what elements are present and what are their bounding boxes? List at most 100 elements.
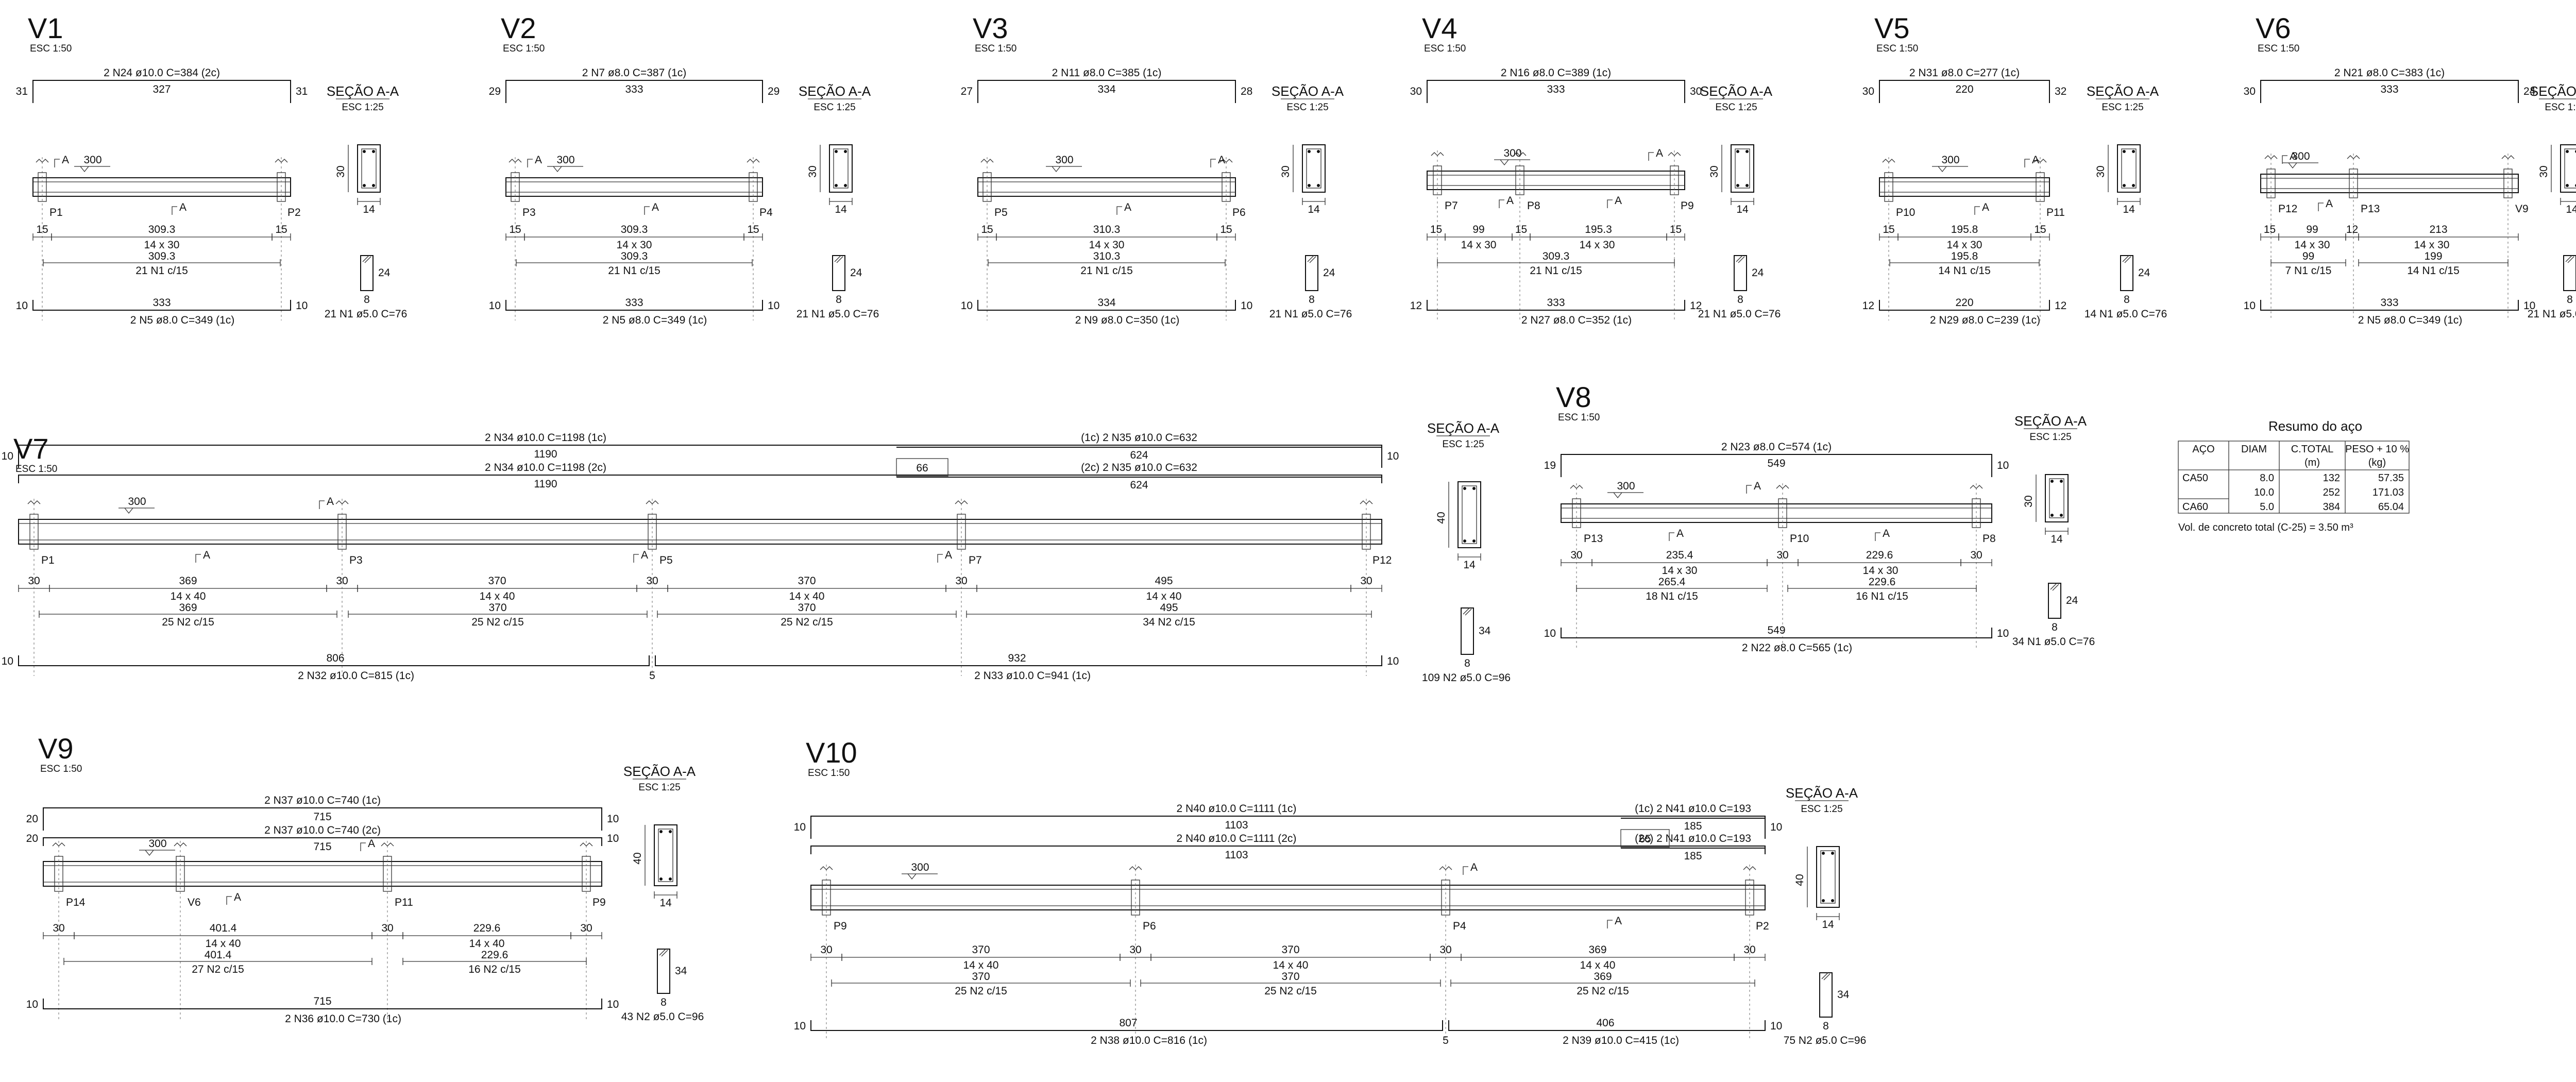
span-dimension: 213 xyxy=(2429,224,2447,235)
span-dimension: 30 xyxy=(1776,549,1788,561)
span-dimension: 15 xyxy=(36,224,48,235)
support-column xyxy=(54,856,63,892)
section-height: 40 xyxy=(1435,512,1447,523)
top-hook-right: 32 xyxy=(2055,86,2066,97)
span-dimension: 30 xyxy=(1129,944,1141,956)
load-mark xyxy=(902,873,938,880)
break-symbol xyxy=(381,842,394,847)
support-column xyxy=(1670,165,1679,195)
top-hook-left: 19 xyxy=(1544,460,1556,471)
section-size: 14 x 40 xyxy=(789,590,825,602)
load-mark-value: 300 xyxy=(911,861,929,873)
section-cut-mark xyxy=(1210,159,1216,167)
extra-bar-length: 624 xyxy=(1130,449,1148,461)
break-symbol xyxy=(335,500,349,504)
section-cut-label: A xyxy=(1615,915,1622,927)
section-stirrup xyxy=(833,148,849,189)
section-scale: ESC 1:25 xyxy=(2029,432,2071,443)
stirrup-hook xyxy=(659,949,668,957)
support-label: P10 xyxy=(1896,207,1915,218)
stirrup-span: 370 xyxy=(488,602,506,614)
support-label: P4 xyxy=(759,207,773,218)
stirrup-label: 21 N1 ø5.0 C=76 xyxy=(325,308,408,320)
section-outline xyxy=(2117,144,2141,193)
bottom-hook-right: 10 xyxy=(1241,300,1252,312)
support-label: P5 xyxy=(994,207,1008,218)
stirrup-spec: 25 N2 c/15 xyxy=(471,616,524,628)
section-cut-label: A xyxy=(1656,147,1663,159)
top-bar xyxy=(2260,80,2519,103)
section-outline xyxy=(357,144,381,193)
beam-title: V4 xyxy=(1422,12,1458,44)
section-size: 14 x 40 xyxy=(469,938,505,950)
section-cut-mark xyxy=(1463,866,1468,875)
section-rebar xyxy=(2132,184,2135,187)
load-mark-value: 300 xyxy=(2292,150,2310,162)
section-outline xyxy=(2045,474,2069,522)
summary-unit: (kg) xyxy=(2368,457,2386,468)
section-scale: ESC 1:25 xyxy=(1286,102,1328,113)
summary-cell: 384 xyxy=(2323,501,2340,513)
section-rebar xyxy=(1831,899,1834,902)
section-size: 14 x 30 xyxy=(2414,239,2450,251)
top-bar-2 xyxy=(810,846,1766,854)
stirrup-shape xyxy=(1819,972,1833,1018)
extra-bar-label: (1c) 2 N35 ø10.0 C=632 xyxy=(1081,432,1197,444)
section-rebar xyxy=(1308,184,1311,187)
load-mark-value: 300 xyxy=(1617,480,1635,492)
section-size: 14 x 40 xyxy=(206,938,241,950)
section-cut-label: A xyxy=(1883,528,1890,539)
bottom-bar-length: 406 xyxy=(1596,1017,1614,1029)
stirrup-height: 24 xyxy=(1752,267,1764,279)
beam-title: V7 xyxy=(13,432,49,465)
bottom-bar-label: 2 N38 ø10.0 C=816 (1c) xyxy=(1091,1035,1207,1046)
span-dimension: 30 xyxy=(1743,944,1755,956)
support-label: P9 xyxy=(1681,200,1694,212)
section-title: SEÇÃO A-A xyxy=(799,83,871,99)
summary-unit: (m) xyxy=(2304,457,2320,468)
overlap-length: 66 xyxy=(916,462,928,474)
load-mark-value: 300 xyxy=(1503,147,1521,159)
support-label: P11 xyxy=(395,897,413,908)
section-cut-mark xyxy=(226,896,232,905)
summary-header: C.TOTAL xyxy=(2291,444,2334,455)
load-mark xyxy=(1494,159,1530,166)
top-bar-2-length: 1103 xyxy=(1225,849,1248,861)
section-rebar xyxy=(1463,539,1466,543)
stirrup-spec: 7 N1 c/15 xyxy=(2285,265,2332,277)
section-stirrup xyxy=(2121,148,2137,189)
section-cut-label: A xyxy=(1124,201,1131,213)
top-hook-2-right: 10 xyxy=(607,833,619,844)
top-bar-length: 549 xyxy=(1767,458,1785,469)
top-bar-label: 2 N21 ø8.0 C=383 (1c) xyxy=(2334,67,2445,79)
section-outline xyxy=(654,824,677,886)
support-label: P9 xyxy=(834,920,847,932)
section-rebar xyxy=(835,150,838,153)
section-rebar xyxy=(659,877,663,881)
section-height: 30 xyxy=(2538,165,2550,177)
stirrup-hook xyxy=(362,255,371,263)
bottom-hook-right: 10 xyxy=(2523,300,2535,312)
support-label: P9 xyxy=(592,897,606,908)
section-rebar xyxy=(2060,514,2063,517)
top-bar-2-label: 2 N40 ø10.0 C=1111 (2c) xyxy=(1177,833,1297,844)
stirrup-height: 34 xyxy=(1837,989,1850,1001)
section-cut-mark xyxy=(633,554,639,563)
section-cut-label: A xyxy=(1676,528,1684,539)
support-column xyxy=(749,172,758,202)
section-size: 14 x 30 xyxy=(1947,239,1982,251)
beam-scale: ESC 1:50 xyxy=(1558,412,1600,423)
section-rebar xyxy=(363,150,366,153)
top-bar-label: 2 N31 ø8.0 C=277 (1c) xyxy=(1909,67,2020,79)
section-title: SEÇÃO A-A xyxy=(1427,420,1500,436)
section-height: 30 xyxy=(807,165,819,177)
stirrup-spec: 25 N2 c/15 xyxy=(781,616,833,628)
top-hook-right: 10 xyxy=(1387,450,1399,462)
top-bar-length: 220 xyxy=(1955,83,1973,95)
support-label: P3 xyxy=(349,554,363,566)
section-scale: ESC 1:25 xyxy=(1801,804,1842,815)
top-bar-length: 1190 xyxy=(534,448,557,460)
break-symbol xyxy=(1513,152,1527,156)
bottom-hook-right: 10 xyxy=(1770,1020,1782,1032)
